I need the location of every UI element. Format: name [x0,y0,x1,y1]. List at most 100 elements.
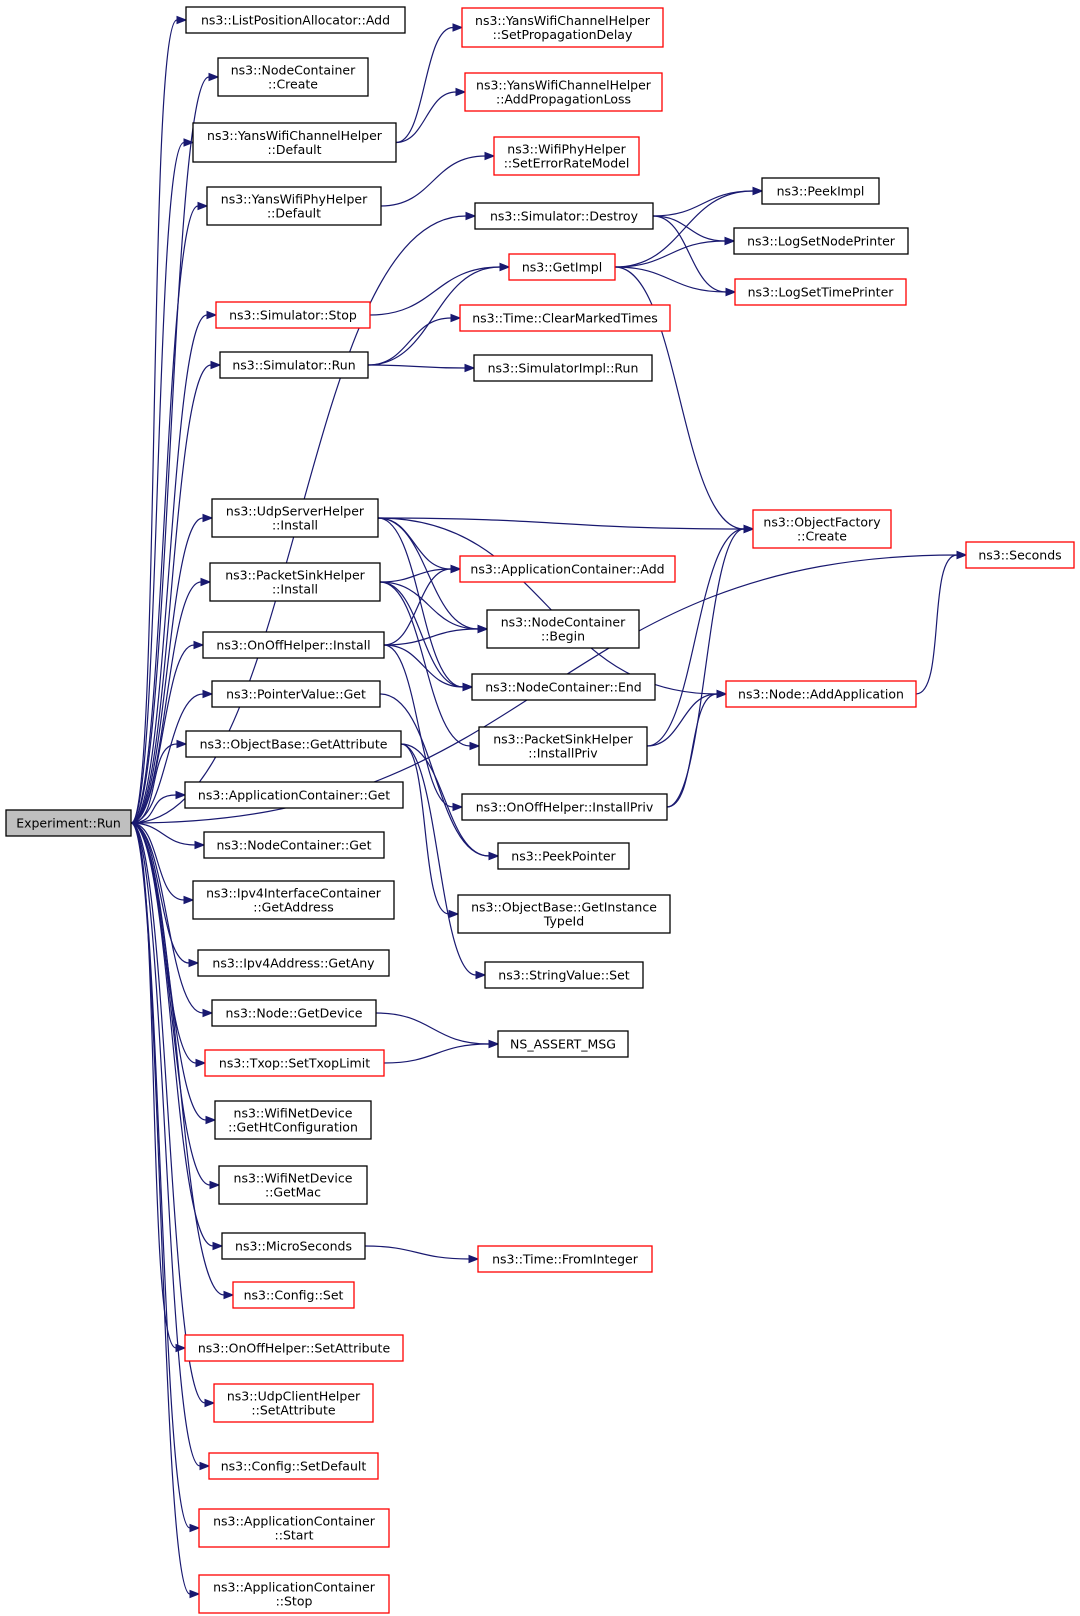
node-ns3-ipv4address-getany[interactable]: ns3::Ipv4Address::GetAny [197,949,390,977]
node-ns3-seconds[interactable]: ns3::Seconds [965,541,1075,569]
node-ns3-stringvalue-set[interactable]: ns3::StringValue::Set [484,961,644,989]
edge-line [375,1012,490,1045]
node-ns3-yanswifichannelhelper-setpropagationdelay[interactable]: ns3::YansWifiChannelHelper::SetPropagati… [461,7,664,48]
node-ns3-wifinetdevice-getmac[interactable]: ns3::WifiNetDevice::GetMac [218,1165,368,1205]
node-box [486,609,640,649]
node-box [219,351,369,379]
edge-root-to-udpclient-setattr [130,822,216,1408]
edge-pv-get-to-peekpointer [379,693,500,861]
edge-ob-getattr-to-ob-getinst [400,743,460,919]
edge-arrowhead [450,313,462,323]
edge-getimpl-to-peekimpl [614,186,764,268]
node-label: ns3::NodeContainer [231,63,356,78]
node-ns3-pointervalue-get[interactable]: ns3::PointerValue::Get [211,680,381,708]
edge-line [130,794,177,824]
edge-line [377,517,452,570]
node-label: ns3::PacketSinkHelper [225,568,365,583]
node-label: ns3::NodeContainer [501,615,626,630]
node-ns3-objectfactory-create[interactable]: ns3::ObjectFactory::Create [752,509,892,549]
node-ns3-microseconds[interactable]: ns3::MicroSeconds [221,1232,366,1260]
node-ns3-time-clearmarkedtimes[interactable]: ns3::Time::ClearMarkedTimes [459,304,671,332]
node-label: ns3::Simulator::Run [232,358,355,373]
node-ns3-simulatorimpl-run[interactable]: ns3::SimulatorImpl::Run [473,354,653,382]
node-box [457,894,671,934]
node-ns3-udpserverhelper-install[interactable]: ns3::UdpServerHelper::Install [211,498,379,538]
edge-arrowhead [202,1008,214,1018]
edge-root-to-microsec [130,822,224,1251]
edge-line [130,141,185,824]
edge-line [130,364,212,824]
edge-arrowhead [488,1039,500,1049]
edge-getimpl-to-lognode [614,236,736,268]
node-box [192,122,397,163]
node-ns3-nodecontainer-get[interactable]: ns3::NodeContainer::Get [203,831,385,859]
edge-line [367,266,501,366]
node-label: ns3::ObjectFactory [763,515,881,530]
edge-line [383,568,452,646]
node-ns3-udpclienthelper-setattribute[interactable]: ns3::UdpClientHelper::SetAttribute [213,1383,374,1423]
node-ns3-node-addapplication[interactable]: ns3::Node::AddApplication [725,680,917,708]
edge-arrowhead [194,840,206,850]
node-ns3-node-getdevice[interactable]: ns3::Node::GetDevice [211,999,377,1027]
edge-line [130,822,185,901]
node-ns3-config-setdefault[interactable]: ns3::Config::SetDefault [208,1452,379,1480]
node-ns3-objectbase-getattribute[interactable]: ns3::ObjectBase::GetAttribute [185,730,402,758]
edge-arrowhead [183,895,195,905]
node-ns3-applicationcontainer-get[interactable]: ns3::ApplicationContainer::Get [184,781,404,809]
node-ns3-onoffhelper-install[interactable]: ns3::OnOffHelper::Install [202,631,385,659]
node-box [734,278,907,306]
node-label: ns3::Node::AddApplication [738,687,904,702]
node-ns3-simulator-run[interactable]: ns3::Simulator::Run [219,351,369,379]
node-ns3-nodecontainer-begin[interactable]: ns3::NodeContainer::Begin [486,609,640,649]
node-ns3-nodecontainer-end[interactable]: ns3::NodeContainer::End [471,673,656,701]
node-ns3-logsettimeprinter[interactable]: ns3::LogSetTimePrinter [734,278,907,306]
edge-line [364,1245,470,1260]
node-ns3-ipv4interfacecontainer-getaddress[interactable]: ns3::Ipv4InterfaceContainer::GetAddress [192,880,395,920]
node-label: TypeId [543,914,584,929]
node-ns3-simulator-destroy[interactable]: ns3::Simulator::Destroy [474,202,654,230]
edge-onoff-install-to-ac-add [383,564,462,646]
node-ns3-config-set[interactable]: ns3::Config::Set [232,1281,355,1309]
node-ns3-wifinetdevice-gethtconfiguration[interactable]: ns3::WifiNetDevice::GetHtConfiguration [214,1100,372,1140]
edge-arrowhead [205,1115,217,1125]
edge-line [379,581,464,688]
node-ns3-applicationcontainer-stop[interactable]: ns3::ApplicationContainer::Stop [198,1574,390,1614]
node-ns3-yanswifichannelhelper-addpropagationloss[interactable]: ns3::YansWifiChannelHelper::AddPropagati… [464,72,663,112]
node-ns-assert-msg[interactable]: NS_ASSERT_MSG [497,1030,629,1058]
node-ns3-getimpl[interactable]: ns3::GetImpl [508,253,616,281]
node-box [478,726,648,766]
node-ns3-packetsinkhelper-install[interactable]: ns3::PacketSinkHelper::Install [209,562,381,602]
node-label: ns3::ApplicationContainer::Get [198,788,390,803]
edge-arrowhead [183,138,195,147]
node-ns3-yanswifichannelhelper-default[interactable]: ns3::YansWifiChannelHelper::Default [192,122,397,163]
edge-line [130,822,225,1296]
node-ns3-onoffhelper-installpriv[interactable]: ns3::OnOffHelper::InstallPriv [461,793,668,821]
edge-arrowhead [469,741,481,751]
node-ns3-applicationcontainer-add[interactable]: ns3::ApplicationContainer::Add [459,555,676,583]
node-ns3-time-frominteger[interactable]: ns3::Time::FromInteger [477,1245,653,1273]
node-ns3-peekimpl[interactable]: ns3::PeekImpl [761,177,880,205]
node-ns3-applicationcontainer-start[interactable]: ns3::ApplicationContainer::Start [198,1508,390,1548]
edge-arrowhead [499,262,511,272]
node-box [211,498,379,538]
node-ns3-nodecontainer-create[interactable]: ns3::NodeContainer::Create [217,57,369,97]
edge-udpserver-install-to-ac-add [377,517,462,574]
edge-arrowhead [202,513,214,523]
node-ns3-packetsinkhelper-installpriv[interactable]: ns3::PacketSinkHelper::InstallPriv [478,726,648,766]
node-ns3-logsetnodeprinter[interactable]: ns3::LogSetNodePrinter [733,227,909,255]
node-box [473,354,653,382]
node-label: ::Default [267,206,321,221]
node-label: ns3::ApplicationContainer [213,1514,376,1529]
node-ns3-wifiphyhelper-seterrorratemodel[interactable]: ns3::WifiPhyHelper::SetErrorRateModel [493,136,640,176]
node-label: ns3::UdpClientHelper [227,1389,361,1404]
node-ns3-listpositionallocator-add[interactable]: ns3::ListPositionAllocator::Add [185,6,406,34]
node-label: ns3::Node::GetDevice [226,1006,363,1021]
node-ns3-onoffhelper-setattribute[interactable]: ns3::OnOffHelper::SetAttribute [184,1334,404,1362]
node-ns3-yanswifiphyhelper-default[interactable]: ns3::YansWifiPhyHelper::Default [206,186,382,226]
node-box [459,555,676,583]
node-ns3-simulator-stop[interactable]: ns3::Simulator::Stop [215,301,371,329]
node-ns3-txop-settxoplimit[interactable]: ns3::Txop::SetTxopLimit [204,1049,385,1077]
node-experiment-run[interactable]: Experiment::Run [5,809,132,837]
node-ns3-peekpointer[interactable]: ns3::PeekPointer [497,842,630,870]
